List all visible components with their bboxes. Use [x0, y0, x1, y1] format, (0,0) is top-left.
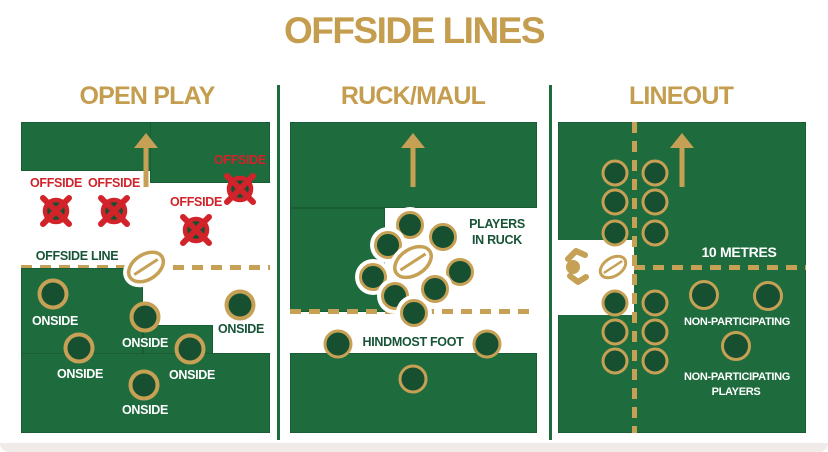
non-participating-player	[753, 281, 783, 311]
onside-ruck-player	[472, 329, 502, 359]
lineout-heading: LINEOUT	[628, 82, 734, 110]
offside-marker-icon	[40, 195, 72, 227]
ruck-player	[446, 258, 474, 286]
hindmost-foot-label: HINDMOST FOOT	[362, 335, 464, 349]
lineout-player	[641, 219, 669, 247]
lineout-player	[601, 188, 629, 216]
ruck-player	[359, 263, 387, 291]
onside-label: ONSIDE	[56, 367, 104, 381]
onside-ruck-player	[398, 364, 428, 394]
lineout-player	[641, 347, 669, 375]
panel-divider	[277, 85, 280, 440]
open-play-heading: OPEN PLAY	[79, 82, 216, 110]
ruck-player	[381, 282, 409, 310]
hindmost-player	[400, 299, 428, 327]
attack-direction-arrow-icon	[670, 133, 694, 187]
non-participating-player	[721, 331, 751, 361]
rugby-ball-icon	[389, 241, 437, 283]
offside-marker-icon	[180, 214, 212, 246]
onside-player	[224, 289, 256, 321]
lineout-player	[641, 289, 669, 317]
ruck-maul-heading: RUCK/MAUL	[340, 82, 486, 110]
non-participating-players-label-line1: NON-PARTICIPATING	[683, 371, 791, 383]
lineout-player	[641, 159, 669, 187]
offside-label: OFFSIDE	[213, 153, 267, 167]
offside-label: OFFSIDE	[29, 176, 83, 190]
page-title: OFFSIDE LINES	[283, 10, 546, 51]
lineout-player	[601, 318, 629, 346]
onside-label: ONSIDE	[121, 403, 169, 417]
ruck-player	[374, 231, 402, 259]
rugby-ball-icon	[123, 246, 169, 288]
offside-marker-icon	[98, 195, 130, 227]
lineout-player	[601, 159, 629, 187]
onside-player	[37, 278, 69, 310]
onside-label: ONSIDE	[31, 314, 79, 328]
card-bottom-edge	[0, 443, 828, 452]
offside-marker-icon	[224, 173, 256, 205]
onside-player	[128, 369, 160, 401]
ten-metre-dashed-line	[634, 265, 806, 270]
line-of-touch-dashed-line	[632, 122, 637, 433]
rugby-ball-icon	[598, 254, 628, 280]
non-participating-label: NON-PARTICIPATING	[683, 316, 791, 328]
ruck-player	[396, 211, 424, 239]
attack-direction-arrow-icon	[134, 133, 158, 187]
offside-label: OFFSIDE	[169, 195, 223, 209]
ten-metres-label: 10 METRES	[701, 244, 777, 260]
non-participating-players-label-line2: PLAYERS	[711, 386, 761, 398]
non-participating-player	[689, 280, 719, 310]
lineout-player	[601, 219, 629, 247]
players-in-ruck-label-line2: IN RUCK	[472, 233, 522, 247]
onside-label: ONSIDE	[168, 368, 216, 382]
onside-player	[174, 333, 206, 365]
panel-divider	[549, 85, 552, 440]
offside-label: OFFSIDE	[87, 176, 141, 190]
ruck-player	[421, 275, 449, 303]
onside-player	[129, 301, 161, 333]
onside-player	[63, 332, 95, 364]
players-in-ruck-label-line1: PLAYERS	[469, 217, 525, 231]
lineout-player	[601, 289, 629, 317]
lineout-player	[601, 347, 629, 375]
ruck-player	[429, 223, 457, 251]
onside-label: ONSIDE	[121, 336, 169, 350]
open-play-top-field-step	[150, 122, 270, 183]
onside-ruck-player	[323, 329, 353, 359]
lineout-player	[641, 318, 669, 346]
onside-label: ONSIDE	[217, 322, 265, 336]
offside-line-label: OFFSIDE LINE	[35, 249, 119, 263]
lineout-player	[641, 188, 669, 216]
ruck-left-field	[290, 208, 385, 312]
thrower-icon	[565, 248, 589, 285]
attack-direction-arrow-icon	[401, 133, 425, 187]
